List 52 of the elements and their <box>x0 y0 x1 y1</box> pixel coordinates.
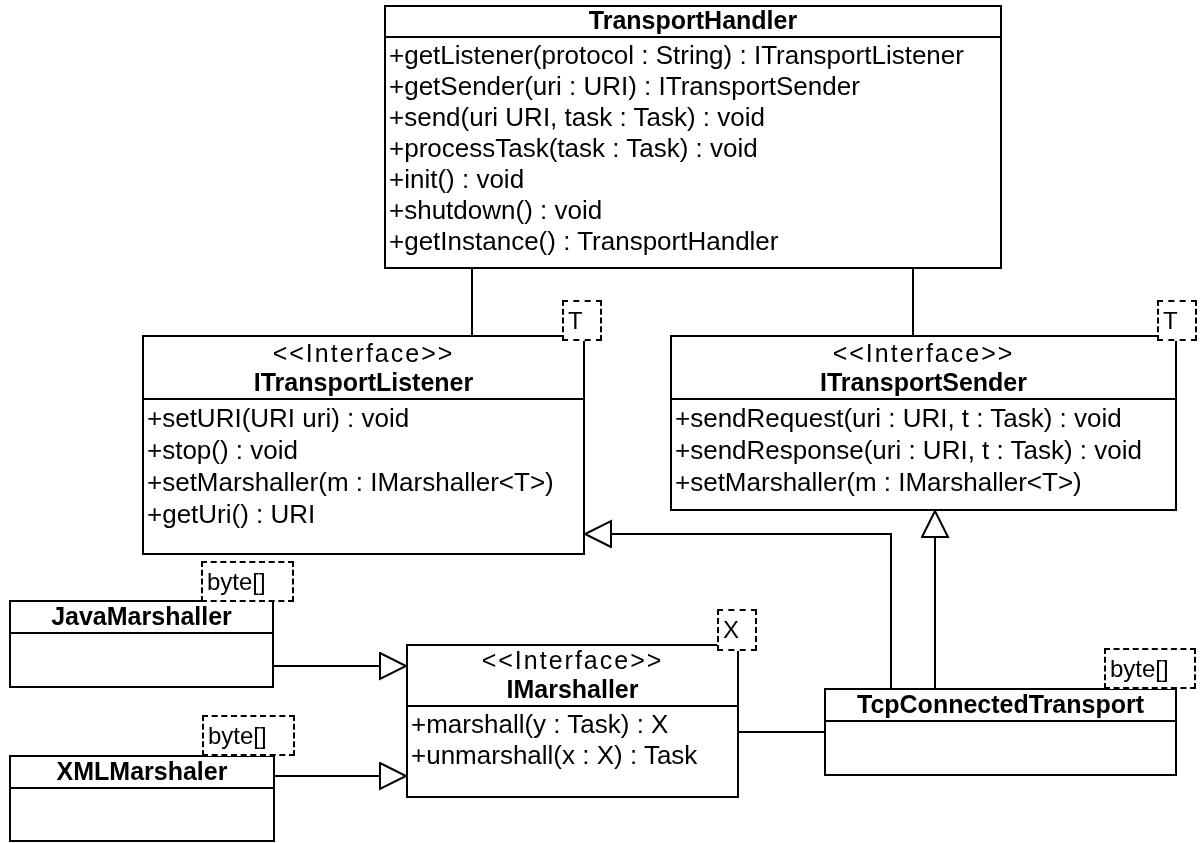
template-parameter-box <box>717 609 757 651</box>
class-name: JavaMarshaller <box>50 602 233 631</box>
class-box <box>9 600 274 688</box>
template-parameter-box <box>562 300 602 341</box>
method-signature: +init() : void <box>389 164 526 195</box>
template-parameter-box <box>202 715 295 756</box>
method-signature: +setMarshaller(m : IMarshaller<T>) <box>675 466 1083 498</box>
stereotype-label: <<Interface>> <box>831 339 1016 368</box>
template-parameter-box <box>1104 648 1196 689</box>
method-signature: +send(uri URI, task : Task) : void <box>389 102 766 133</box>
method-signature: +getListener(protocol : String) : ITransportListener <box>389 40 965 71</box>
method-signature: +marshall(y : Task) : X <box>411 709 670 740</box>
method-signature: +unmarshall(x : X) : Task <box>411 740 699 771</box>
type-parameter: byte[] <box>1110 654 1169 683</box>
stereotype-label: <<Interface>> <box>480 646 665 675</box>
class-name: TcpConnectedTransport <box>855 690 1146 719</box>
method-signature: +sendResponse(uri : URI, t : Task) : void <box>675 434 1143 466</box>
association-line <box>738 731 825 733</box>
method-signature: +setURI(URI uri) : void <box>147 402 411 434</box>
type-parameter: byte[] <box>207 567 266 596</box>
stereotype-label: <<Interface>> <box>271 339 456 368</box>
class-name: ITransportSender <box>819 368 1028 397</box>
type-parameter: X <box>723 616 739 644</box>
method-signature: +sendRequest(uri : URI, t : Task) : void <box>675 402 1123 434</box>
interface-box <box>670 335 1177 511</box>
association-line <box>912 268 914 336</box>
method-signature: +getInstance() : TransportHandler <box>389 226 780 257</box>
type-parameter: T <box>568 306 583 335</box>
template-parameter-box <box>201 561 294 602</box>
realization-arrow <box>584 520 892 689</box>
method-signature: +setMarshaller(m : IMarshaller<T>) <box>147 466 555 498</box>
class-name: XMLMarshaler <box>55 757 229 786</box>
method-signature: +stop() : void <box>147 434 299 466</box>
realization-arrow <box>274 762 407 790</box>
method-signature: +processTask(task : Task) : void <box>389 133 759 164</box>
class-name: ITransportListener <box>252 368 475 397</box>
realization-arrow <box>273 652 407 680</box>
method-signature: +getSender(uri : URI) : ITransportSender <box>389 71 861 102</box>
class-box <box>824 688 1177 776</box>
class-name: IMarshaller <box>505 675 640 704</box>
class-name: TransportHandler <box>587 6 799 35</box>
template-parameter-box <box>1157 300 1197 341</box>
method-signature: +shutdown() : void <box>389 195 604 226</box>
type-parameter: byte[] <box>208 721 267 750</box>
association-line <box>471 268 473 336</box>
interface-box <box>142 335 585 555</box>
realization-arrow <box>921 510 949 689</box>
class-box <box>9 755 275 842</box>
interface-box <box>406 644 739 798</box>
type-parameter: T <box>1163 306 1178 335</box>
method-signature: +getUri() : URI <box>147 498 317 530</box>
class-box <box>384 5 1002 269</box>
